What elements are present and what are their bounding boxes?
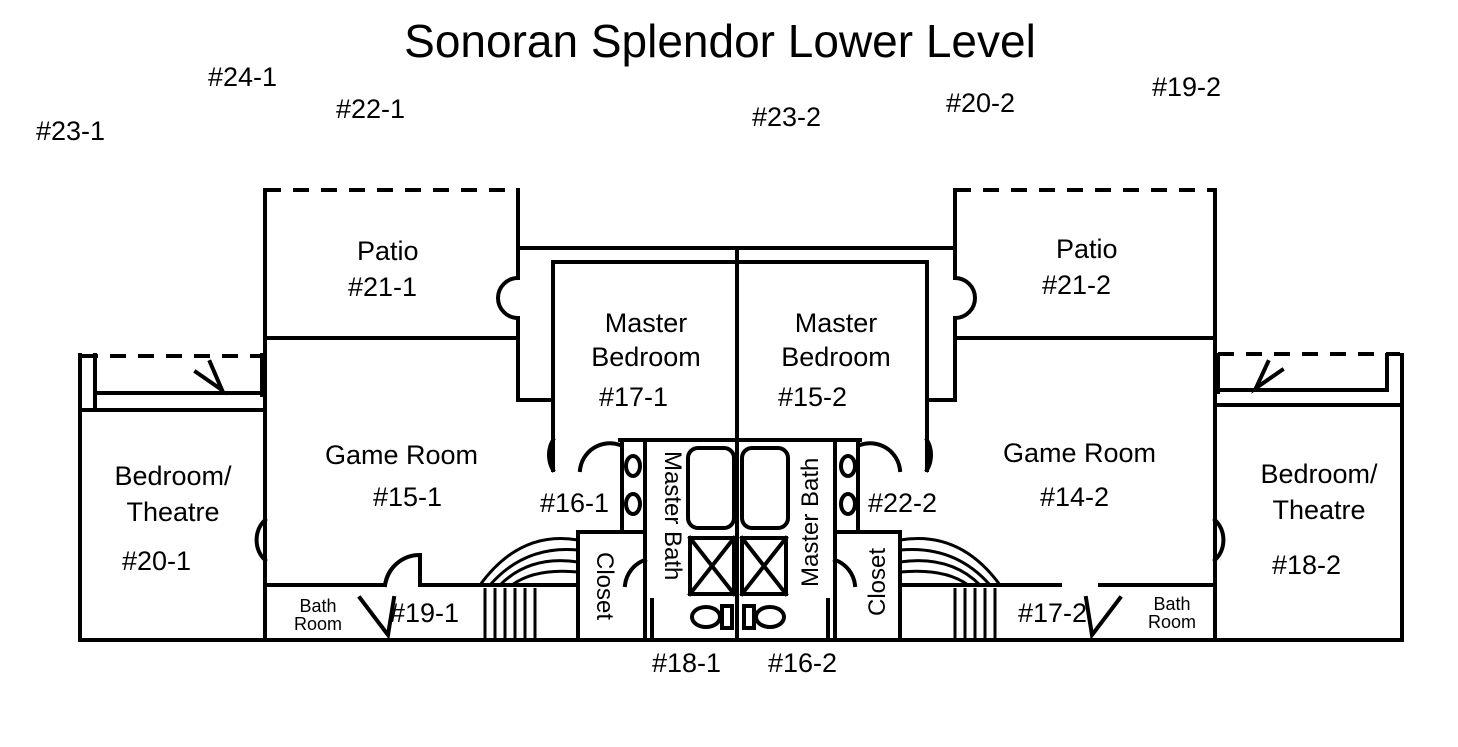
photo-number-16-1: #16-1: [540, 488, 610, 518]
room-master-bath-left: Master Bath: [659, 451, 686, 581]
photo-number-24-1: #24-1: [208, 62, 278, 92]
room-game-room-left: Game Room: [325, 440, 479, 470]
room-patio-left: Patio: [357, 236, 419, 266]
photo-number-18-1: #18-1: [652, 648, 722, 678]
room-bath-room-right: Bath Room: [1147, 594, 1196, 632]
photo-number-23-1: #23-1: [36, 116, 106, 146]
photo-number-14-2: #14-2: [1040, 482, 1110, 512]
photo-number-18-2: #18-2: [1272, 550, 1342, 580]
photo-number-16-2: #16-2: [768, 648, 838, 678]
room-closet-left: Closet: [591, 551, 618, 621]
room-patio-right: Patio: [1056, 234, 1118, 264]
room-bedroom-theatre-left: Bedroom/ Theatre: [114, 461, 232, 527]
photo-number-19-2: #19-2: [1152, 72, 1222, 102]
photo-number-15-2: #15-2: [778, 382, 848, 412]
photo-number-22-2: #22-2: [868, 488, 938, 518]
room-bedroom-theatre-right: Bedroom/ Theatre: [1260, 459, 1378, 525]
page-title: Sonoran Splendor Lower Level: [404, 15, 1036, 67]
photo-number-20-2: #20-2: [946, 88, 1016, 118]
room-master-bedroom-right: Master Bedroom: [781, 308, 891, 372]
photo-number-15-1: #15-1: [373, 482, 443, 512]
photo-number-21-2: #21-2: [1042, 270, 1112, 300]
room-game-room-right: Game Room: [1003, 438, 1157, 468]
photo-number-21-1: #21-1: [348, 272, 418, 302]
room-master-bedroom-left: Master Bedroom: [591, 308, 701, 372]
room-closet-right: Closet: [864, 547, 891, 617]
door-swing: [496, 275, 521, 321]
photo-number-17-1: #17-1: [599, 382, 669, 412]
photo-number-19-1: #19-1: [390, 598, 460, 628]
room-master-bath-right: Master Bath: [797, 457, 824, 587]
photo-number-17-2: #17-2: [1018, 598, 1088, 628]
photo-number-23-2: #23-2: [752, 102, 822, 132]
room-bath-room-left: Bath Room: [293, 596, 342, 634]
photo-number-22-1: #22-1: [336, 94, 406, 124]
photo-number-20-1: #20-1: [122, 546, 192, 576]
